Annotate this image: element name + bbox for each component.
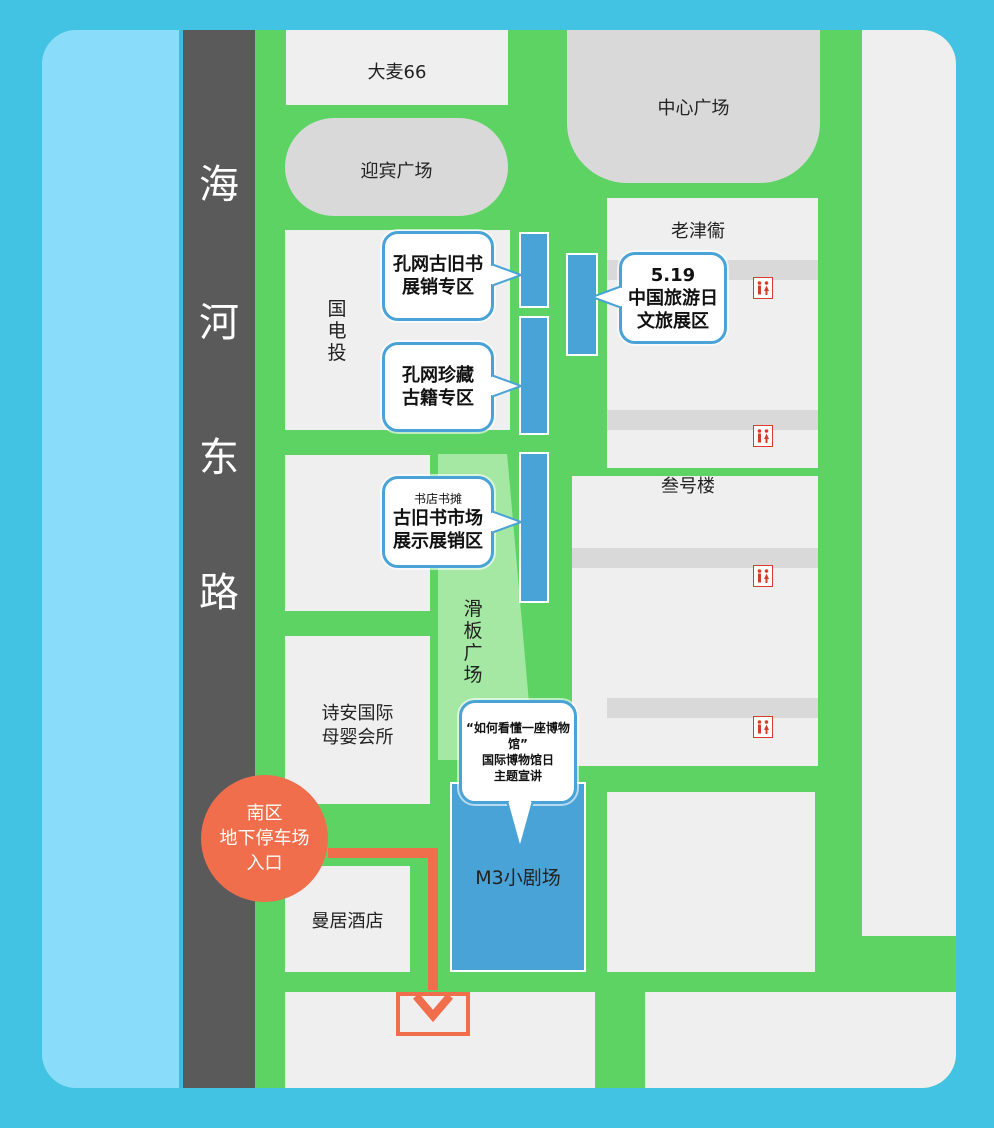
callout-line: 孔网古旧书: [393, 254, 483, 275]
damai-66-building: [286, 30, 508, 105]
laojinwei-label: 老津衞: [671, 221, 725, 242]
guodiantou-label: 国 电 投: [324, 298, 350, 364]
guodiantou-char: 投: [327, 342, 347, 364]
parking-line: 南区: [246, 803, 283, 824]
central-plaza-label: 中心广场: [657, 98, 730, 119]
exhibit-zone-bookstall: [519, 452, 549, 603]
callout-museum: “如何看懂一座博物馆” 国际博物馆日 主题宣讲: [459, 700, 577, 804]
callout-small-line: 主题宣讲: [493, 769, 542, 783]
callout-line: 孔网珍藏: [402, 365, 474, 386]
callout-kongwang-rare: 孔网珍藏 古籍专区: [382, 342, 494, 432]
callout-line: 5.19: [650, 264, 696, 286]
shian-label: 诗安国际 母婴会所: [285, 702, 430, 750]
south-east-corner-building: [645, 992, 956, 1088]
venue-map: 海 河 东 路 大麦66 迎宾广场 中心广场 国 电 投 诗安国际 母婴会所 曼…: [42, 30, 956, 1088]
skate-char: 滑: [463, 598, 483, 620]
callout-bookstall: 书店书摊 古旧书市场 展示展销区: [382, 476, 494, 568]
road-name-char: 东: [199, 435, 239, 481]
callout-small-line: 书店书摊: [413, 492, 462, 506]
shian-building: [285, 636, 430, 804]
callout-line: 展示展销区: [393, 531, 483, 552]
walkway: [607, 698, 818, 718]
parking-line: 地下停车场: [219, 828, 310, 849]
callout-pointer: [589, 284, 622, 310]
callout-line: 展销专区: [402, 277, 474, 298]
callout-pointer: [505, 801, 535, 851]
restroom-icon: [753, 425, 773, 447]
road-name-char: 路: [199, 570, 239, 616]
central-plaza: [567, 30, 820, 183]
shian-label-line: 母婴会所: [321, 727, 394, 748]
callout-pointer: [491, 509, 523, 535]
skate-char: 场: [463, 664, 483, 686]
callout-kongwang-old: 孔网古旧书 展销专区: [382, 231, 494, 321]
river: [42, 30, 179, 1088]
callout-small-line: “如何看懂一座博物馆”: [466, 721, 570, 751]
east-building-strip: [862, 30, 956, 936]
restroom-icon: [753, 565, 773, 587]
arrow-down-icon: [396, 992, 470, 1036]
callout-tourism: 5.19 中国旅游日 文旅展区: [619, 252, 727, 344]
damai-66-label: 大麦66: [367, 62, 427, 83]
m3-theater-label: M3小剧场: [475, 867, 561, 889]
exhibit-zone-kongwang-old: [519, 232, 549, 308]
sanhao-building: [572, 476, 818, 766]
exhibit-zone-tourism: [566, 253, 598, 356]
callout-line: 古籍专区: [402, 388, 474, 409]
manju-hotel-label: 曼居酒店: [311, 911, 384, 932]
haihe-east-road: [183, 30, 255, 1088]
skate-char: 板: [463, 620, 483, 642]
skate-char: 广: [463, 642, 483, 664]
restroom-icon: [753, 277, 773, 299]
callout-small-line: 国际博物馆日: [481, 753, 554, 767]
river-bank: [179, 30, 185, 1088]
callout-pointer: [491, 373, 523, 399]
yingbin-plaza-label: 迎宾广场: [360, 161, 433, 182]
guodiantou-char: 国: [327, 298, 347, 320]
skate-plaza-label: 滑 板 广 场: [460, 598, 486, 686]
walkway: [607, 410, 818, 430]
walkway: [572, 548, 818, 568]
shian-label-line: 诗安国际: [321, 703, 394, 724]
parking-route: [428, 848, 438, 990]
sanhao-label: 叁号楼: [661, 476, 715, 497]
parking-route: [328, 848, 438, 858]
south-east-building: [607, 792, 815, 972]
road-name-char: 河: [199, 300, 239, 346]
callout-line: 中国旅游日: [628, 287, 718, 309]
callout-pointer: [491, 262, 523, 288]
parking-line: 入口: [246, 853, 283, 874]
restroom-icon: [753, 716, 773, 738]
exhibit-zone-kongwang-rare: [519, 316, 549, 435]
south-parking-entrance: 南区 地下停车场 入口: [201, 775, 328, 902]
road-name-char: 海: [199, 162, 239, 208]
guodiantou-char: 电: [327, 320, 347, 342]
callout-line: 文旅展区: [637, 310, 709, 332]
yingbin-plaza: [285, 118, 508, 216]
callout-line: 古旧书市场: [393, 508, 483, 529]
